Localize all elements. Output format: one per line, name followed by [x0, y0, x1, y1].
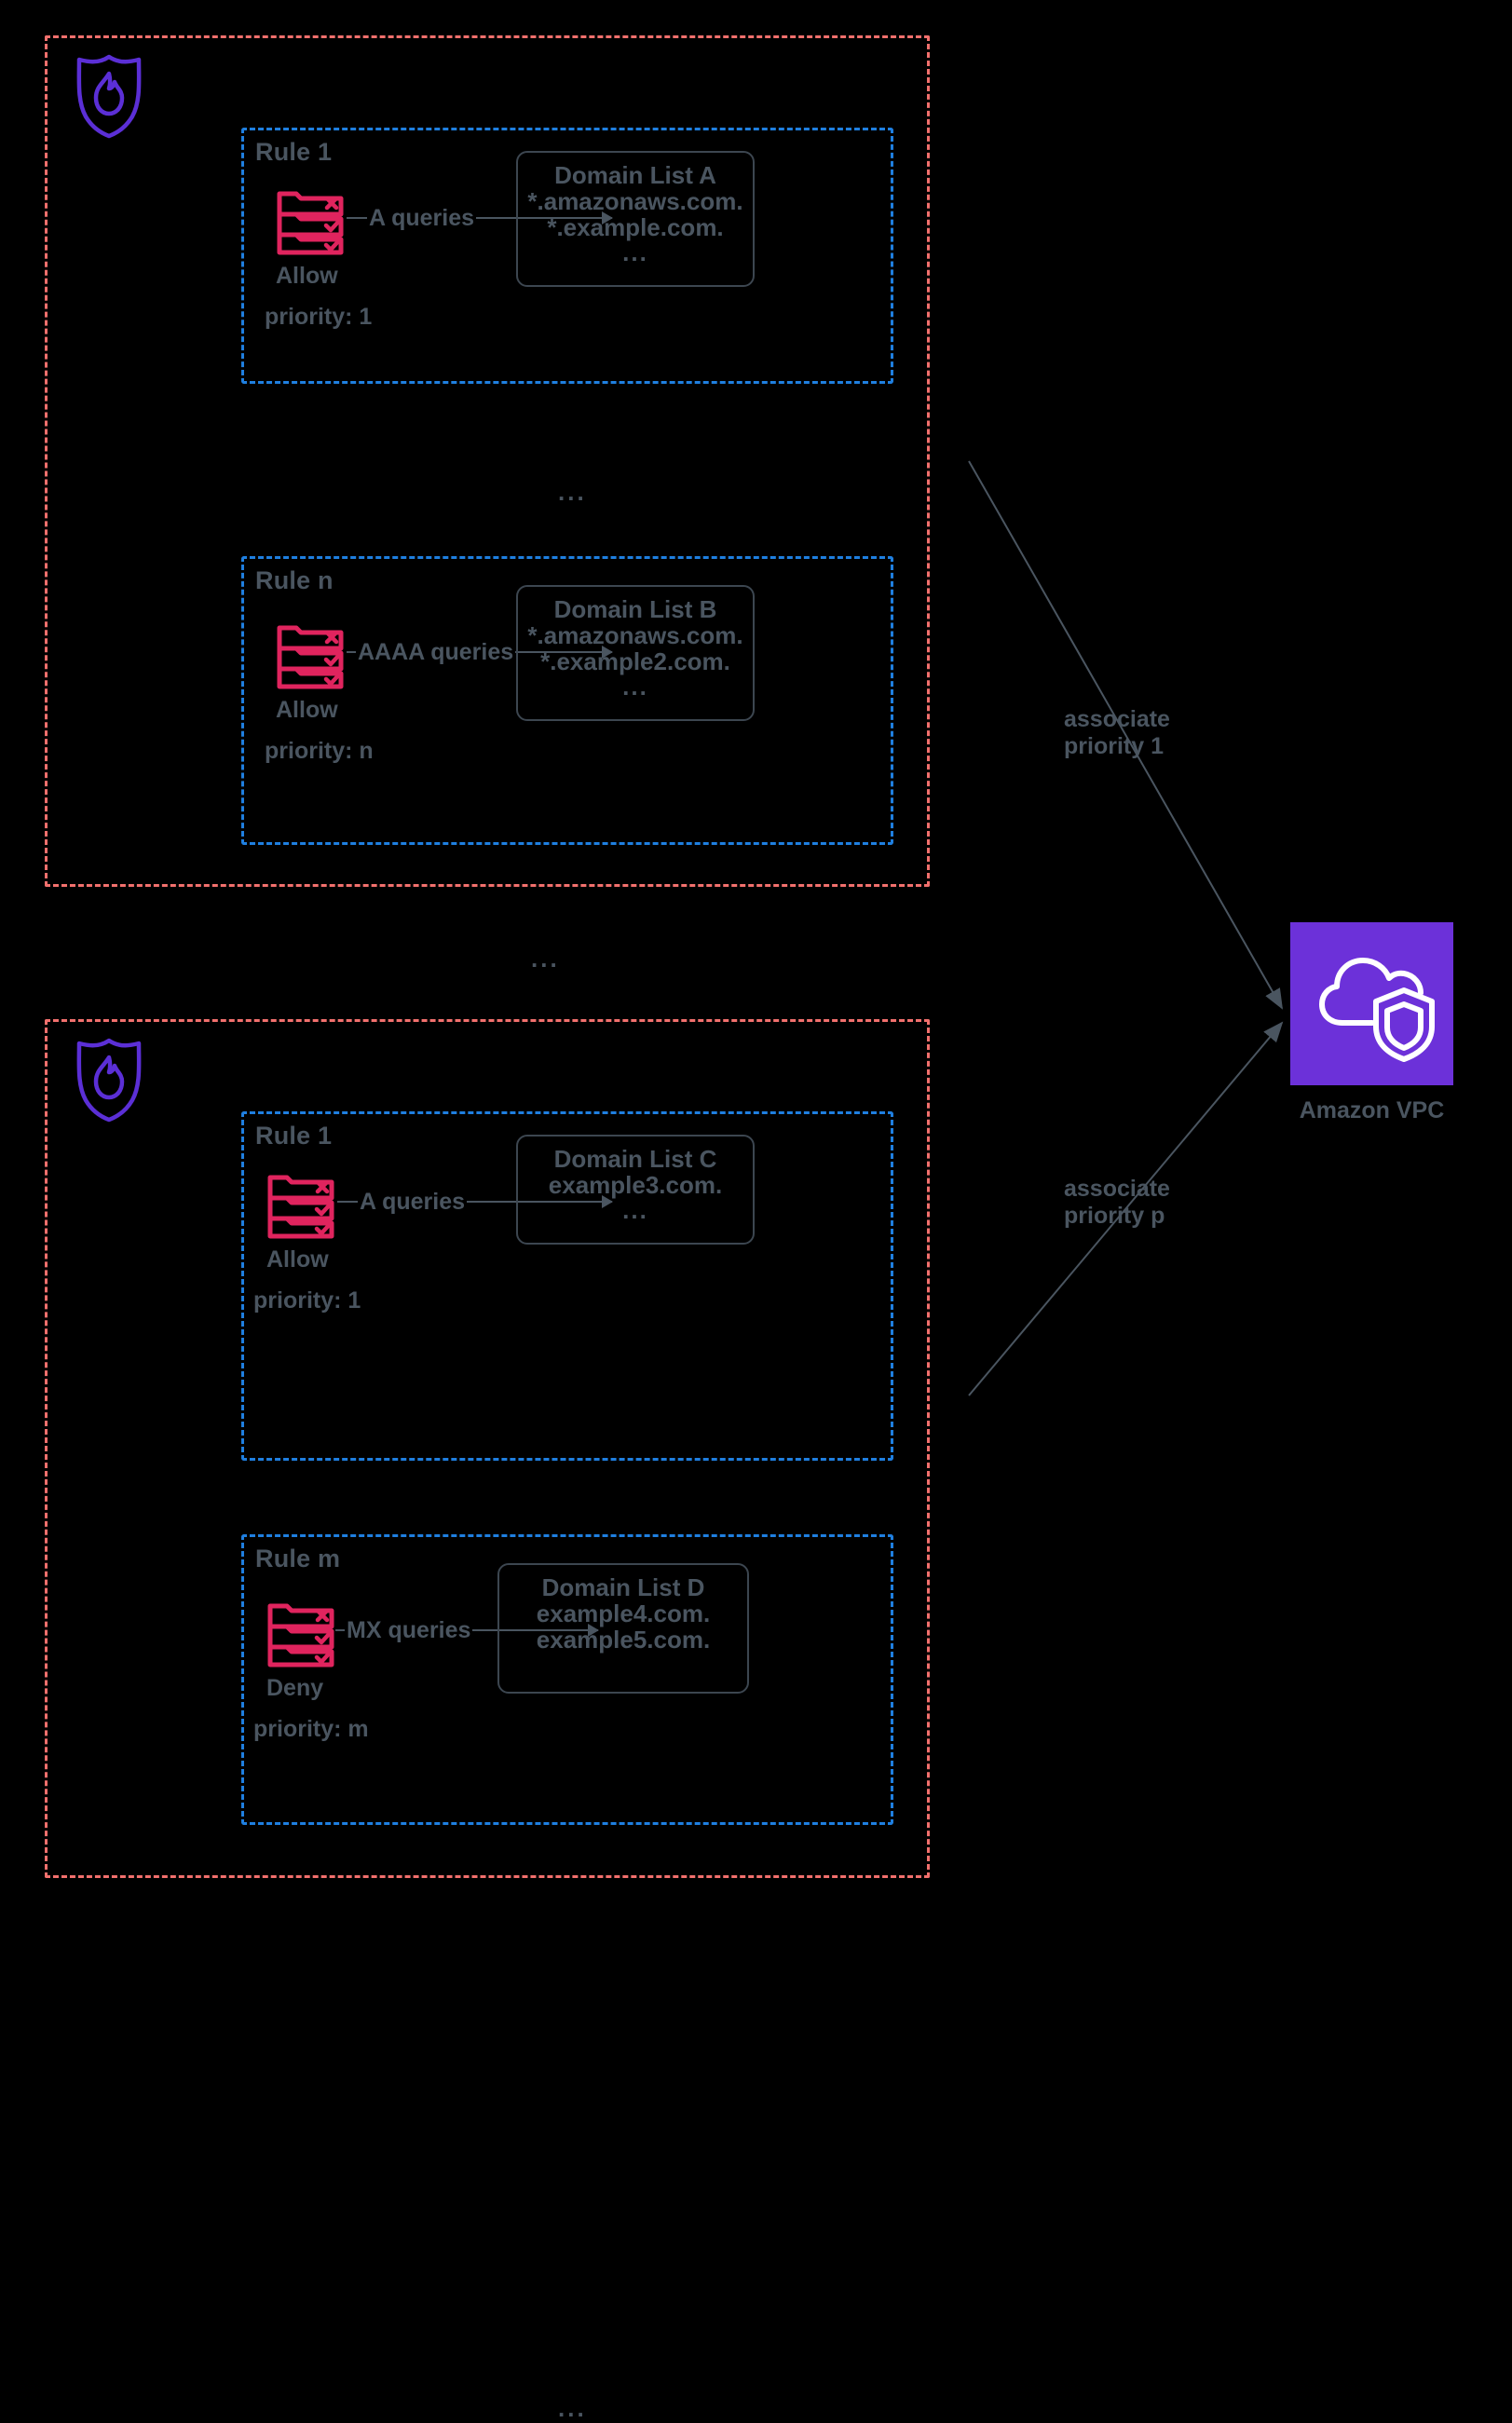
rule-priority-label: priority: 1	[265, 304, 373, 330]
rule-group-2[interactable]: Rule 1 Allow priority: 1 A queries	[45, 1019, 930, 2422]
rule-title: Rule 1	[255, 138, 333, 166]
rule-group-separator-dots: ...	[531, 945, 560, 973]
domain-entry: *.amazonaws.com.	[527, 621, 743, 650]
query-arrow-g1-r1: A queries	[347, 204, 613, 231]
rule-priority-label: priority: 1	[253, 1287, 361, 1314]
association-1-line2: priority 1	[1064, 732, 1164, 759]
domain-list-box-c[interactable]: Domain List C example3.com. ...	[516, 1135, 755, 1245]
association-2-line2: priority p	[1064, 1202, 1165, 1229]
rule-box-g2-rm[interactable]: Rule m Deny priority: m MX queries	[241, 1534, 893, 1825]
domain-list-name: Domain List A	[554, 161, 716, 189]
domain-list-box-b[interactable]: Domain List B *.amazonaws.com. *.example…	[516, 585, 755, 721]
query-arrow-g2-r1: A queries	[337, 1188, 613, 1215]
rule-priority-label: priority: n	[265, 738, 374, 764]
rule-list-icon	[276, 188, 347, 255]
rule-action-label: Allow	[276, 697, 338, 723]
rule-separator-dots-g1: ...	[558, 478, 587, 506]
rule-title: Rule n	[255, 566, 334, 594]
domain-entry: *.amazonaws.com.	[527, 187, 743, 216]
domain-entry: example4.com.	[536, 1599, 711, 1628]
query-type-label: AAAA queries	[358, 638, 514, 665]
domain-list-box-d[interactable]: Domain List D example4.com. example5.com…	[497, 1563, 749, 1694]
query-type-label: A queries	[360, 1188, 466, 1215]
domain-entry: *.example.com.	[547, 213, 724, 242]
rule-group-1[interactable]: Rule 1 Allow priority: 1 A queries	[45, 35, 930, 887]
rule-separator-dots-g2: ...	[558, 2394, 587, 2422]
association-label-1: associate priority 1	[1064, 706, 1170, 759]
rule-box-g1-rn[interactable]: Rule n Allow priority: n AAAA queries	[241, 556, 893, 845]
domain-list-more: ...	[622, 673, 648, 701]
domain-list-box-a[interactable]: Domain List A *.amazonaws.com. *.example…	[516, 151, 755, 287]
firewall-shield-icon	[70, 1037, 148, 1123]
query-type-label: MX queries	[347, 1616, 471, 1643]
firewall-shield-icon	[70, 53, 148, 139]
domain-list-name: Domain List B	[553, 595, 717, 623]
domain-entry: example3.com.	[548, 1171, 723, 1200]
rule-priority-label: priority: m	[253, 1716, 369, 1742]
rule-list-icon	[266, 1172, 337, 1239]
rule-box-g1-r1[interactable]: Rule 1 Allow priority: 1 A queries	[241, 128, 893, 384]
rule-list-icon	[266, 1600, 337, 1668]
query-arrow-g1-rn: AAAA queries	[347, 638, 613, 665]
amazon-vpc-tile[interactable]	[1290, 922, 1453, 1085]
amazon-vpc-label: Amazon VPC	[1299, 1097, 1445, 1123]
domain-entry: example5.com.	[536, 1626, 711, 1654]
domain-entry: *.example2.com.	[540, 647, 730, 676]
rule-box-g2-r1[interactable]: Rule 1 Allow priority: 1 A queries	[241, 1111, 893, 1461]
domain-list-more: ...	[622, 238, 648, 267]
rule-title: Rule m	[255, 1545, 341, 1572]
rule-title: Rule 1	[255, 1122, 333, 1150]
query-type-label: A queries	[369, 204, 475, 231]
association-1-line1: associate	[1064, 706, 1170, 732]
association-label-2: associate priority p	[1064, 1176, 1170, 1229]
rule-action-label: Deny	[266, 1675, 324, 1701]
domain-list-more: ...	[622, 1196, 648, 1225]
query-arrow-g2-rm: MX queries	[335, 1616, 599, 1643]
rule-action-label: Allow	[276, 263, 338, 289]
domain-list-name: Domain List C	[553, 1145, 717, 1173]
diagram-canvas: associate priority 1 associate priority …	[45, 35, 1453, 2422]
domain-list-name: Domain List D	[541, 1573, 705, 1601]
rule-action-label: Allow	[266, 1246, 329, 1273]
association-2-line1: associate	[1064, 1176, 1170, 1202]
rule-list-icon	[276, 622, 347, 689]
vpc-cloud-shield-icon	[1319, 958, 1435, 1062]
